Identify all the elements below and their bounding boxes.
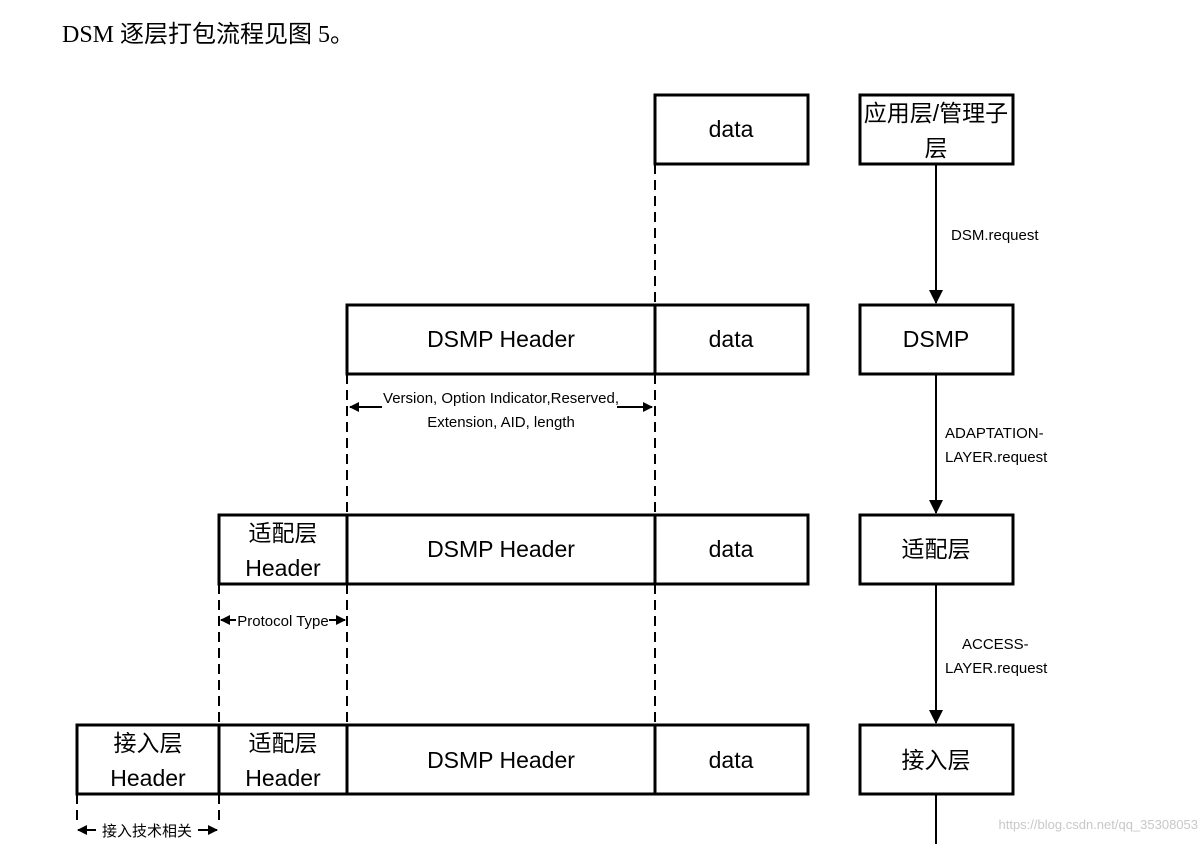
row4-access-header-line2: Header — [110, 765, 186, 791]
row4-packet: 接入层 Header 适配层 Header DSMP Header data — [75, 723, 810, 796]
dsmp-fields-line2: Extension, AID, length — [427, 414, 575, 431]
row3-dsmp-header-label: DSMP Header — [427, 536, 575, 562]
watermark: https://blog.csdn.net/qq_35308053 — [998, 817, 1199, 832]
row4-adapt-header-line1: 适配层 — [249, 730, 318, 756]
row4-access-header-line1: 接入层 — [114, 730, 183, 756]
layer-dsmp-label: DSMP — [903, 326, 969, 352]
row2-data-label: data — [709, 326, 754, 352]
row1-data-label: data — [709, 116, 754, 142]
row3-dsmp-header-cell — [345, 513, 657, 586]
row4-adapt-header-line2: Header — [245, 765, 321, 791]
row4-dsmp-header-cell — [345, 723, 657, 796]
intro-text: DSM 逐层打包流程见图 5。 — [62, 22, 355, 48]
row4-data-cell — [653, 723, 810, 796]
layer-stack: 应用层/管理子 层 DSMP 适配层 接入层 DSM.request ADAPT… — [858, 93, 1048, 844]
layer-dsmp-box — [858, 303, 1015, 376]
access-request-line1: ACCESS- — [962, 636, 1029, 653]
dsmp-fields-line1: Version, Option Indicator,Reserved, — [383, 390, 619, 407]
row4-adapt-header-cell — [217, 723, 349, 796]
row3-data-label: data — [709, 536, 754, 562]
layer-app-line2: 层 — [925, 135, 948, 161]
row3-data-cell — [653, 513, 810, 586]
row3-adapt-header-line2: Header — [245, 555, 321, 581]
row3-packet: 适配层 Header DSMP Header data — [217, 513, 810, 586]
access-request-line2: LAYER.request — [945, 660, 1048, 677]
layer-app-line1: 应用层/管理子 — [864, 100, 1008, 126]
row1-data-cell — [653, 93, 810, 166]
layer-app-box — [858, 93, 1015, 166]
layer-access-box — [858, 723, 1015, 796]
layer-access-label: 接入层 — [902, 747, 971, 773]
layer-adaptation-label: 适配层 — [902, 536, 971, 562]
adaptation-request-line1: ADAPTATION- — [945, 425, 1044, 442]
row2-dsmp-header-label: DSMP Header — [427, 326, 575, 352]
row2-packet: DSMP Header data — [345, 303, 810, 376]
dsm-request-label: DSM.request — [951, 227, 1039, 244]
row3-adapt-header-line1: 适配层 — [249, 520, 318, 546]
layer-adaptation-box — [858, 513, 1015, 586]
row4-dsmp-header-label: DSMP Header — [427, 747, 575, 773]
access-tech-label: 接入技术相关 — [102, 823, 192, 840]
row4-data-label: data — [709, 747, 754, 773]
row4-access-header-cell — [75, 723, 221, 796]
adaptation-request-line2: LAYER.request — [945, 449, 1048, 466]
row2-data-cell — [653, 303, 810, 376]
protocol-type-label: Protocol Type — [237, 613, 328, 630]
row1-packet: data — [653, 93, 810, 166]
